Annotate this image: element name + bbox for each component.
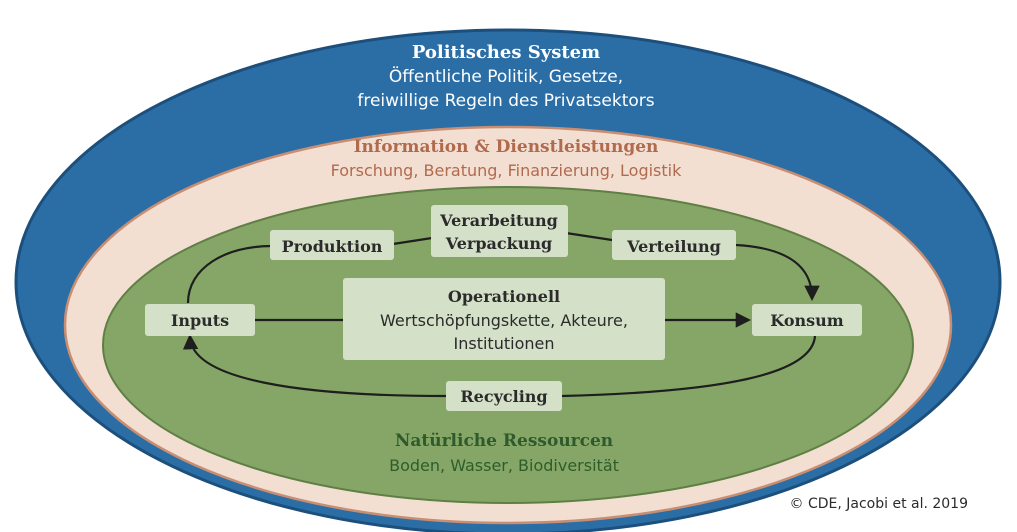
operational-line2: Institutionen	[454, 334, 555, 353]
connector-konsum-recycling	[561, 335, 817, 398]
operational-title: Operationell	[448, 287, 560, 306]
information-title: Information & Dienstleistungen	[354, 137, 659, 157]
node-recycling-label: Recycling	[460, 387, 547, 406]
node-inputs: Inputs	[145, 304, 255, 336]
political-line2: freiwillige Regeln des Privatsektors	[357, 91, 654, 111]
node-konsum: Konsum	[752, 304, 862, 336]
connector-recycling-inputs	[182, 333, 447, 398]
node-produktion: Produktion	[270, 230, 394, 260]
natural-title: Natürliche Ressourcen	[395, 431, 613, 451]
political-line1: Öffentliche Politik, Gesetze,	[389, 65, 623, 87]
connector-produktion-verarbeitung	[392, 236, 433, 246]
node-verarbeitung-label-2: Verpackung	[445, 234, 552, 253]
connector-inputs-produktion	[186, 244, 273, 304]
connector-verarbeitung-verteilung	[565, 231, 613, 242]
node-verarbeitung: Verarbeitung Verpackung	[431, 205, 568, 257]
node-verteilung-label: Verteilung	[626, 237, 721, 256]
node-recycling: Recycling	[446, 381, 562, 411]
operational-line1: Wertschöpfungskette, Akteure,	[380, 311, 628, 330]
node-inputs-label: Inputs	[171, 311, 229, 330]
information-line1: Forschung, Beratung, Finanzierung, Logis…	[331, 161, 682, 180]
political-title: Politisches System	[412, 42, 600, 63]
natural-line1: Boden, Wasser, Biodiversität	[389, 456, 619, 475]
node-konsum-label: Konsum	[770, 311, 844, 330]
connector-verteilung-konsum	[735, 243, 820, 302]
node-operationell: Operationell Wertschöpfungskette, Akteur…	[343, 278, 665, 360]
copyright-credit: © CDE, Jacobi et al. 2019	[790, 496, 969, 512]
node-verteilung: Verteilung	[612, 230, 736, 260]
node-produktion-label: Produktion	[282, 237, 383, 256]
node-verarbeitung-label-1: Verarbeitung	[439, 211, 558, 230]
